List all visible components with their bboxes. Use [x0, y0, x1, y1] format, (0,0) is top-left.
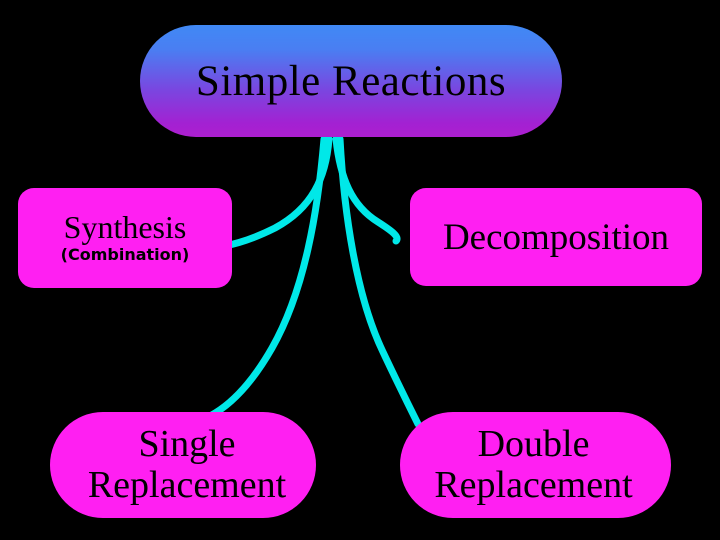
connector-title-to-double-replacement — [336, 135, 422, 428]
node-simple-reactions[interactable]: Simple Reactions — [140, 25, 562, 137]
node-simple-reactions-label: Simple Reactions — [195, 57, 507, 105]
node-double-replacement-label-line2: Replacement — [434, 464, 633, 506]
node-synthesis-sublabel: (Combination) — [60, 244, 190, 264]
node-synthesis-label: Synthesis — [63, 208, 187, 245]
node-double-replacement[interactable]: Double Replacement — [400, 412, 671, 518]
node-single-replacement-label-line1: Single — [138, 422, 236, 465]
node-decomposition[interactable]: Decomposition — [410, 188, 702, 286]
node-double-replacement-label-line1: Double — [477, 422, 590, 465]
node-single-replacement-label-line2: Replacement — [87, 464, 287, 506]
node-decomposition-label: Decomposition — [442, 216, 670, 258]
connector-title-to-decomposition — [332, 135, 401, 245]
node-synthesis[interactable]: Synthesis (Combination) — [18, 188, 232, 288]
node-single-replacement[interactable]: Single Replacement — [50, 412, 316, 518]
